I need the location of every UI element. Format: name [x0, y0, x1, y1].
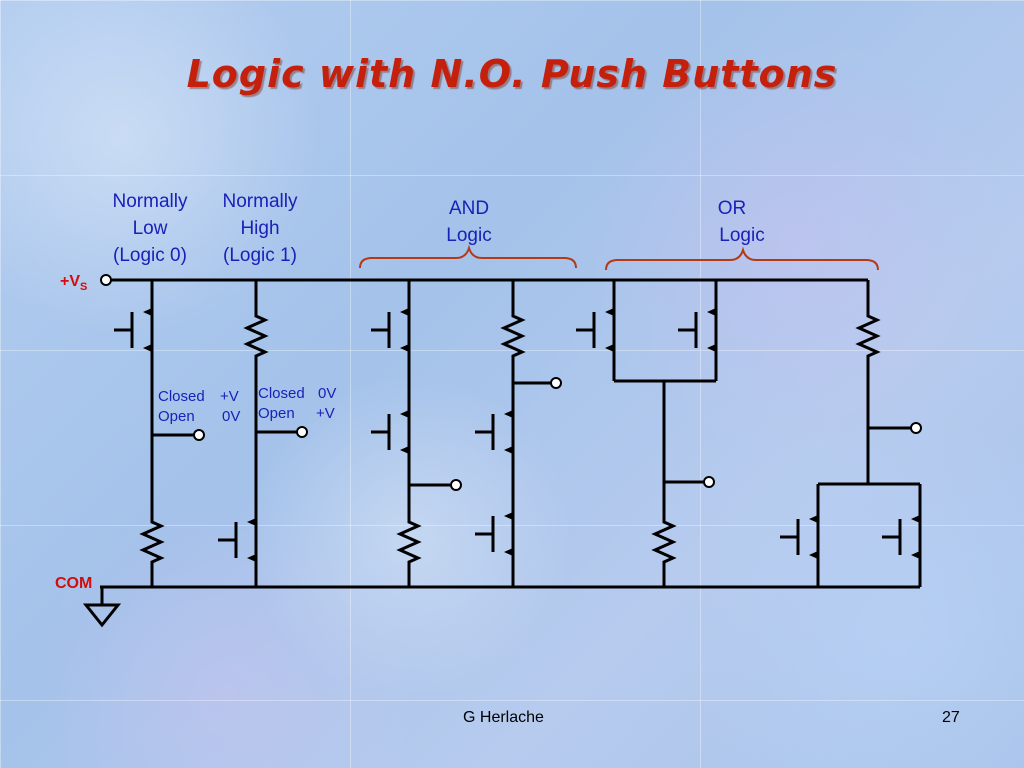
or-label-line2: Logic — [719, 225, 764, 246]
and1-pushbutton-a — [369, 306, 411, 354]
nl-resistor — [141, 512, 163, 568]
and2-output-terminal — [550, 377, 562, 389]
com-label: COM — [55, 575, 92, 592]
nh-resistor — [245, 306, 267, 362]
or2-output-terminal — [910, 422, 922, 434]
or-label-line1: OR — [718, 198, 747, 219]
nh-output-terminal — [296, 426, 308, 438]
nh-closed-text: Closed — [258, 385, 305, 402]
normally-high-line3: (Logic 1) — [223, 245, 297, 266]
vs-label: +VS — [60, 273, 87, 293]
normally-low-line2: Low — [133, 218, 168, 239]
nh-open-value: +V — [316, 405, 335, 422]
normally-high-line2: High — [240, 218, 279, 239]
or1-pushbutton-b — [676, 306, 718, 354]
and2-resistor — [502, 306, 524, 362]
and1-pushbutton-b — [369, 408, 411, 456]
normally-low-line3: (Logic 0) — [113, 245, 187, 266]
nl-output-terminal — [193, 429, 205, 441]
normally-low-line1: Normally — [113, 191, 188, 212]
or1-output-terminal — [703, 476, 715, 488]
and-label-line1: AND — [449, 198, 489, 219]
or-brace — [605, 246, 879, 271]
vs-terminal — [100, 274, 112, 286]
footer-author: G Herlache — [463, 709, 544, 726]
nl-open-value: 0V — [222, 408, 240, 425]
slide-title: Logic with N.O. Push Buttons — [186, 52, 838, 96]
footer-page-number: 27 — [942, 709, 960, 726]
and1-output-terminal — [450, 479, 462, 491]
or2-pushbutton-b — [880, 513, 922, 561]
nh-pushbutton — [216, 516, 258, 564]
and-label-line2: Logic — [446, 225, 491, 246]
or2-resistor — [857, 306, 879, 362]
nh-closed-value: 0V — [318, 385, 336, 402]
vs-text: +V — [60, 273, 80, 290]
and2-pushbutton-a — [473, 408, 515, 456]
vs-subscript: S — [80, 281, 87, 293]
ground-icon — [82, 603, 122, 628]
and-brace — [359, 244, 577, 269]
normally-high-line1: Normally — [223, 191, 298, 212]
nl-closed-value: +V — [220, 388, 239, 405]
or1-pushbutton-a — [574, 306, 616, 354]
or1-resistor — [653, 512, 675, 568]
nl-open-text: Open — [158, 408, 195, 425]
nl-pushbutton — [112, 306, 154, 354]
and1-resistor — [398, 512, 420, 568]
nh-open-text: Open — [258, 405, 295, 422]
or2-pushbutton-a — [778, 513, 820, 561]
and2-pushbutton-b — [473, 510, 515, 558]
nl-closed-text: Closed — [158, 388, 205, 405]
